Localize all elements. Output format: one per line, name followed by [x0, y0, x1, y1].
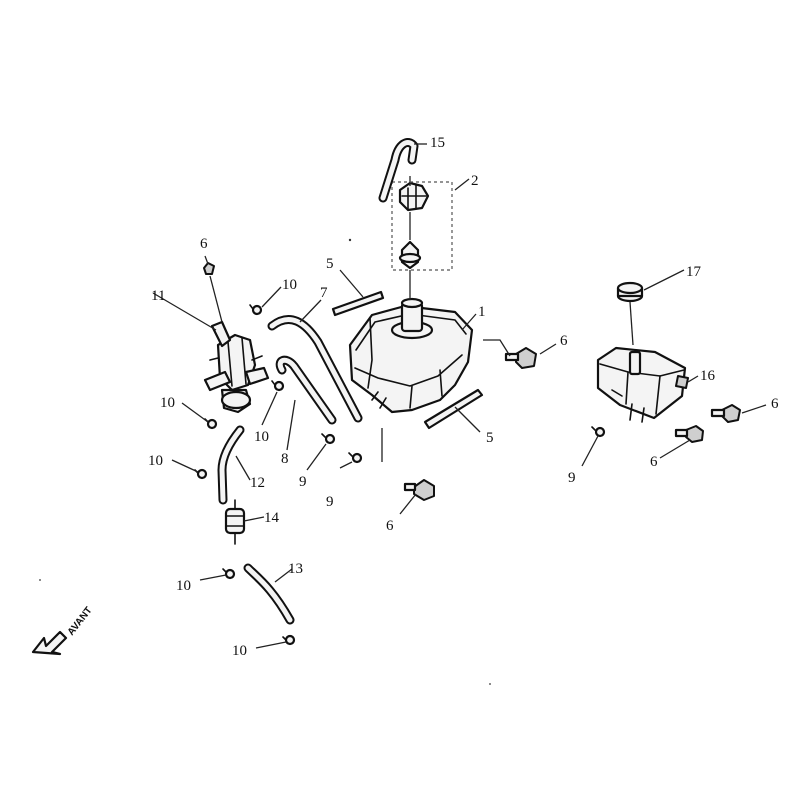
callout-6-valve: 6	[200, 236, 208, 252]
fuel-tank	[348, 297, 474, 414]
bolt-reservoir-lower	[674, 425, 704, 443]
callout-10-c: 10	[160, 395, 175, 411]
callout-9-b: 9	[326, 494, 334, 510]
callout-15: 15	[430, 135, 445, 151]
fuel-hose-12	[217, 425, 245, 505]
callout-6-tank-right: 6	[560, 333, 568, 349]
callout-6-reservoir-right: 6	[771, 396, 779, 412]
tank-strap-lower	[423, 388, 484, 430]
callout-16: 16	[700, 368, 716, 384]
clamp-10b	[271, 380, 285, 392]
callout-2: 2	[471, 173, 479, 189]
leader-lines	[152, 143, 767, 649]
callout-17: 17	[686, 264, 702, 280]
callout-7: 7	[320, 285, 328, 301]
callout-12: 12	[250, 475, 265, 491]
bolt-reservoir-right	[710, 404, 741, 423]
callout-6-reservoir-lower: 6	[650, 454, 658, 470]
callout-5-lower: 5	[486, 430, 494, 446]
bolt-tank-lower	[403, 479, 435, 501]
callout-9-a: 9	[299, 474, 307, 490]
fuel-hose-13	[243, 563, 295, 625]
callout-6-tank-lower: 6	[386, 518, 394, 534]
clamp-10f	[282, 634, 296, 646]
callout-1: 1	[478, 304, 486, 320]
reservoir-cap	[616, 281, 644, 346]
callout-11: 11	[151, 288, 165, 304]
clamp-9b	[348, 452, 363, 464]
tank-strap-upper	[331, 290, 385, 317]
clamp-10e	[222, 568, 236, 580]
callout-14: 14	[264, 510, 280, 526]
callout-10-b: 10	[254, 429, 269, 445]
front-direction-arrow: AVANT	[31, 605, 95, 656]
fuel-hose-8	[275, 355, 337, 425]
filler-cap-assembly	[391, 176, 453, 300]
callout-10-d: 10	[148, 453, 163, 469]
bolt-tank-right	[504, 347, 537, 369]
callout-5-upper: 5	[326, 256, 334, 272]
fuel-filter	[224, 499, 246, 545]
print-specks	[39, 238, 491, 685]
clamp-10a	[249, 304, 263, 316]
vent-hose	[378, 138, 419, 203]
callout-9-c: 9	[568, 470, 576, 486]
callout-8: 8	[281, 451, 289, 467]
fuel-valve	[203, 320, 270, 414]
callout-10-a: 10	[282, 277, 297, 293]
fuel-hose-7	[267, 315, 363, 423]
front-label: AVANT	[66, 605, 95, 638]
clamp-9a	[321, 433, 336, 445]
callout-10-f: 10	[232, 643, 247, 659]
overflow-reservoir	[596, 346, 689, 423]
callout-13: 13	[288, 561, 303, 577]
callout-10-e: 10	[176, 578, 191, 594]
clamp-9c	[591, 426, 606, 438]
screw-valve-top	[203, 262, 215, 275]
